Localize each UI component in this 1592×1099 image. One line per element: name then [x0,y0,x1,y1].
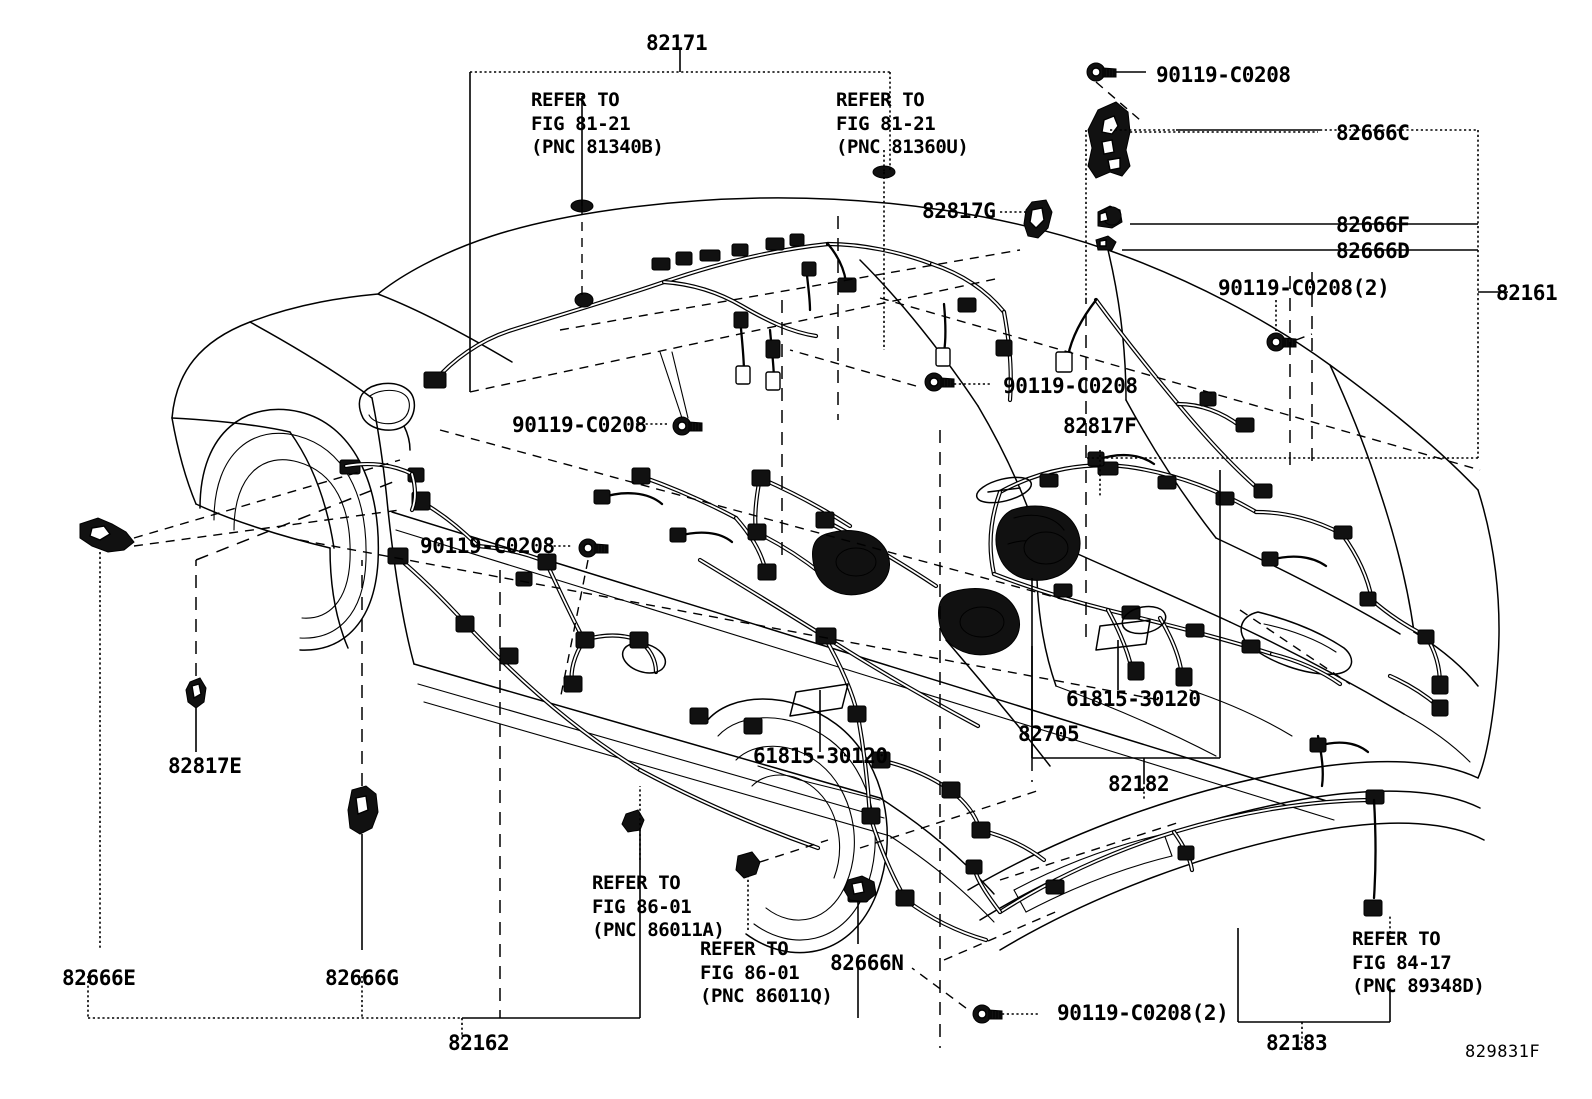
refer-note-89348D: REFER TO FIG 84-17 (PNC 89348D) [1352,928,1485,998]
refer-note-81360U: REFER TO FIG 81-21 (PNC 81360U) [836,89,969,159]
part-label-82666E: 82666E [62,966,136,990]
car-body-outline [171,197,1500,954]
grommet-label-2: 61815-30120 [1066,687,1201,711]
bolt-label-1: 90119-C0208 [1156,63,1291,87]
leader-lines [87,48,1508,1048]
part-label-82183: 82183 [1266,1031,1328,1055]
part-label-82666G: 82666G [325,966,399,990]
refer-note-81340B: REFER TO FIG 81-21 (PNC 81340B) [531,89,664,159]
bolt-label-5: 90119-C0208(2) [1218,276,1390,300]
part-label-82666C: 82666C [1336,121,1410,145]
part-label-82666D: 82666D [1336,239,1410,263]
bolt-label-4: 90119-C0208 [420,534,555,558]
part-label-82162: 82162 [448,1031,510,1055]
part-label-82161: 82161 [1496,281,1558,305]
grommet-label-1: 61815-30120 [753,744,888,768]
bolt-label-3: 90119-C0208 [512,413,647,437]
part-label-82705: 82705 [1018,722,1080,746]
wire-harness-network [339,233,1449,943]
part-label-82171: 82171 [646,31,708,55]
detached-parts [79,62,1297,1024]
part-label-82666N: 82666N [830,951,904,975]
part-label-82817G: 82817G [922,199,996,223]
refer-note-86011A: REFER TO FIG 86-01 (PNC 86011A) [592,872,725,942]
bolt-glyphs [578,62,1297,1024]
refer-note-86011Q: REFER TO FIG 86-01 (PNC 86011Q) [700,938,833,1008]
part-label-82182: 82182 [1108,772,1170,796]
bolt-label-2: 90119-C0208 [1003,374,1138,398]
drawing-code: 829831F [1465,1042,1541,1062]
part-label-82817E: 82817E [168,754,242,778]
part-label-82666F: 82666F [1336,213,1410,237]
part-label-82817F: 82817F [1063,414,1137,438]
bolt-label-6: 90119-C0208(2) [1057,1001,1229,1025]
